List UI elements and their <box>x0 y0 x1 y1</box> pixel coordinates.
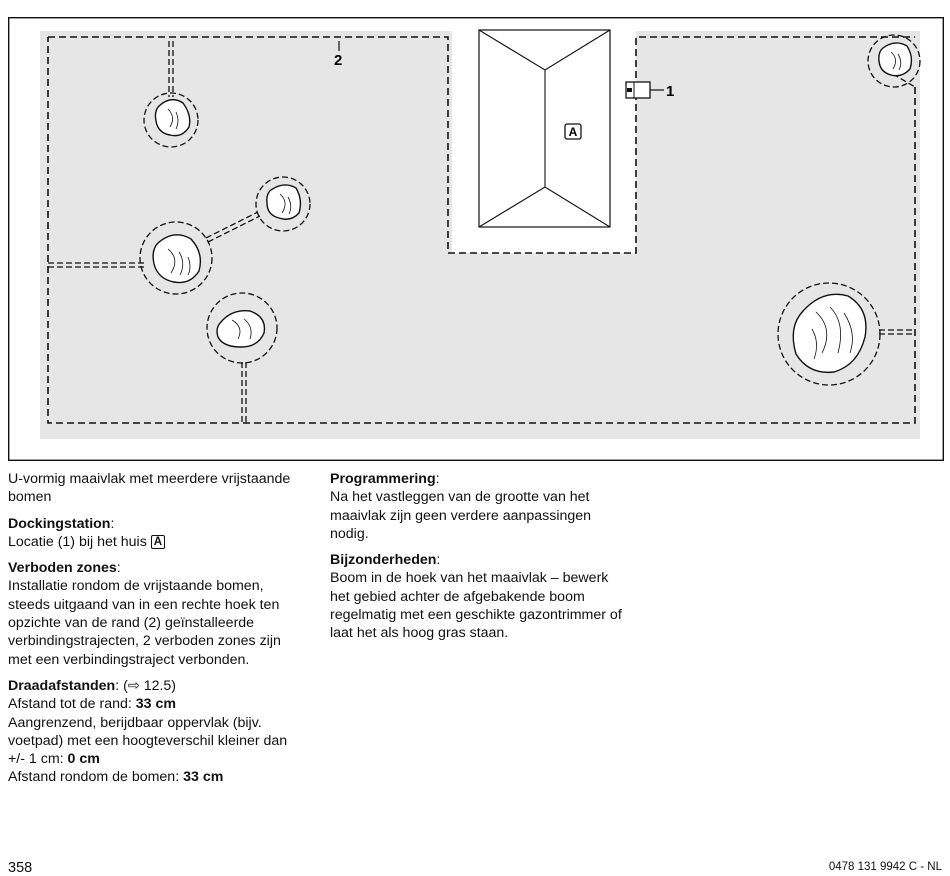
notes-section: Bijzonderheden: Boom in de hoek van het … <box>330 551 630 642</box>
notes-heading: Bijzonderheden <box>330 552 437 569</box>
tree-5 <box>867 34 921 88</box>
house-a: A <box>478 29 611 228</box>
adjacent-surface-label: Aangrenzend, berijdbaar oppervlak (bijv.… <box>8 714 288 768</box>
document-code: 0478 131 9942 C - NL <box>828 861 942 873</box>
programming-text: Na het vastleggen van de grootte van het… <box>330 489 592 542</box>
house-label-badge: A <box>150 534 166 549</box>
programming-heading: Programmering <box>330 471 436 487</box>
tree-distance-value: 33 cm <box>183 769 224 786</box>
tree-distance-label: Afstand rondom de bomen: <box>8 769 180 786</box>
docking-text: Locatie (1) bij het huis <box>8 533 147 550</box>
right-text-column: Programmering: Na het vastleggen van de … <box>330 470 630 651</box>
wire-distances-section: Draadafstanden: (⇨ 12.5) Afstand tot de … <box>8 677 308 787</box>
notes-colon: : <box>436 552 441 569</box>
lawn-layout-figure: A 1 2 <box>7 16 944 462</box>
programming-colon: : <box>435 471 440 487</box>
adjacent-surface-value: 0 cm <box>67 751 100 768</box>
page-number: 358 <box>8 860 33 876</box>
edge-distance-label: Afstand tot de rand: <box>8 696 132 713</box>
tree-6 <box>777 282 881 386</box>
tree-1 <box>143 92 199 148</box>
docking-heading: Dockingstation <box>8 515 111 532</box>
house-label: A <box>569 125 578 139</box>
notes-text: Boom in de hoek van het maaivlak – bewer… <box>330 570 622 642</box>
forbidden-zones-text: Installatie rondom de vrijstaande bomen,… <box>8 578 281 668</box>
intro-text: U-vormig maaivlak met meerdere vrijstaan… <box>8 471 291 506</box>
docking-station: 1 <box>625 81 674 100</box>
programming-section: Programmering: Na het vastleggen van de … <box>330 470 630 543</box>
tree-2 <box>255 176 311 232</box>
tree-4 <box>206 292 278 364</box>
wire-distances-heading: Draadafstanden <box>8 677 116 694</box>
forbidden-zones-heading: Verboden zones <box>8 560 117 577</box>
boundary-wire <box>47 36 916 424</box>
left-text-column: U-vormig maaivlak met meerdere vrijstaan… <box>8 470 308 795</box>
callout-1: 1 <box>666 83 674 100</box>
forbidden-zones-section: Verboden zones: Installatie rondom de vr… <box>8 559 308 669</box>
tree-3 <box>139 221 213 295</box>
wire-distances-reference: (⇨ 12.5) <box>123 677 177 694</box>
docking-colon: : <box>110 515 115 532</box>
callout-2: 2 <box>334 52 342 69</box>
forbidden-zones-colon: : <box>116 560 121 577</box>
wire-distances-colon: : <box>115 677 120 694</box>
lawn-diagram-svg: A 1 2 <box>7 16 944 462</box>
docking-section: Dockingstation: Locatie (1) bij het huis… <box>8 515 308 552</box>
edge-distance-value: 33 cm <box>135 696 177 713</box>
